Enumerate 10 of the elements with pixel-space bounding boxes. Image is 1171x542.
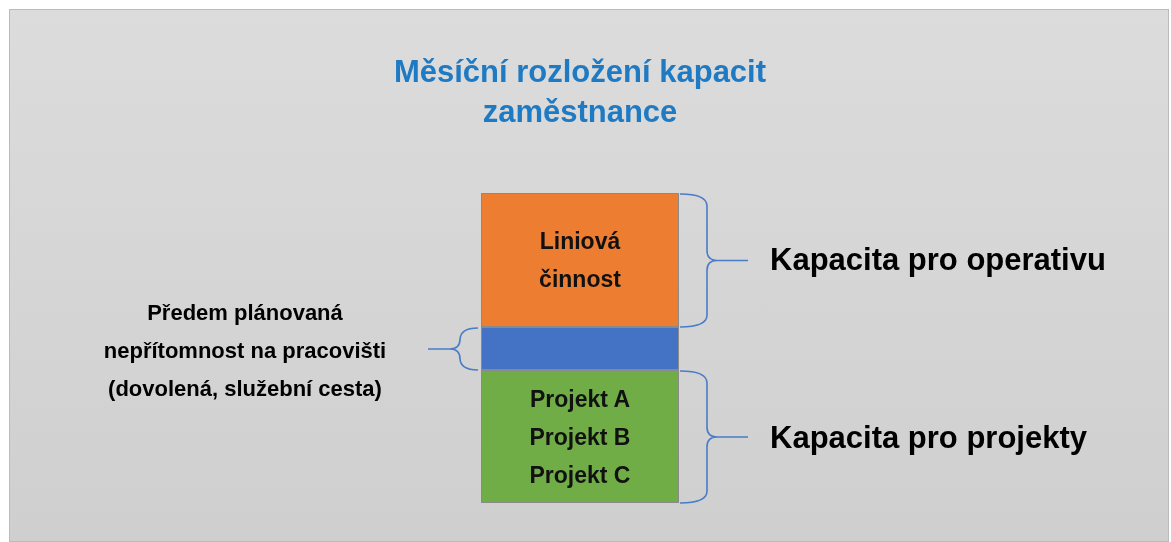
absence-bar-segment <box>481 327 679 370</box>
capacity-label: Kapacita pro projekty <box>770 419 1088 457</box>
project-name: Projekt A <box>529 384 631 414</box>
operations-bar-segment: Liniová činnost <box>481 193 679 327</box>
project-name: Projekt C <box>529 460 631 490</box>
capacity-label: Kapacita pro operativu <box>770 241 1107 279</box>
title: Měsíční rozložení kapacit zaměstnance <box>392 53 768 131</box>
absence-label: Předem plánovaná nepřítomnost na pracovišti (dovolená, služební cesta) <box>102 299 388 403</box>
projects-bar-segment <box>481 370 679 503</box>
project-name: Projekt B <box>529 422 631 452</box>
